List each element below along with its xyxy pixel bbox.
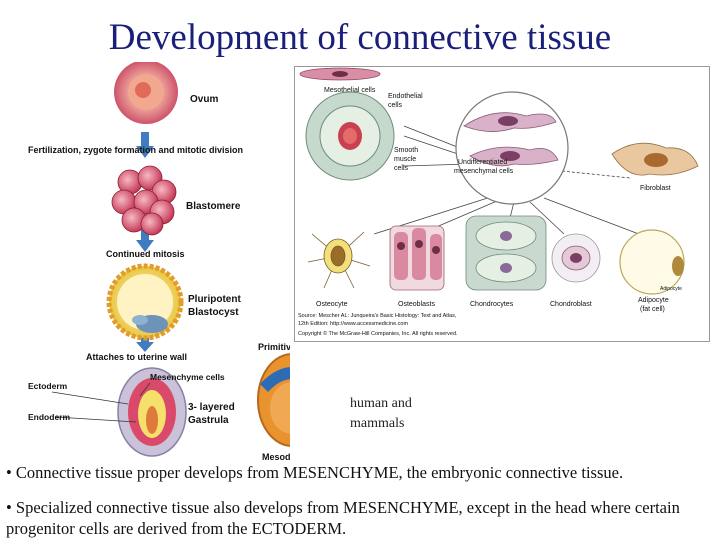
flow-arrows [136, 132, 154, 352]
label-fat-cell: (fat cell) [640, 306, 665, 313]
label-attaches: Attaches to uterine wall [86, 352, 187, 362]
label-osteocyte: Osteocyte [316, 301, 348, 308]
label-mesothelial: Mesothelial cells [324, 87, 376, 94]
undifferentiated-mesenchymal-illustration [455, 91, 569, 205]
label-continued-mitosis: Continued mitosis [106, 249, 185, 259]
page-title: Development of connective tissue [108, 17, 612, 58]
label-fibroblast: Fibroblast [640, 185, 671, 192]
label-muscle: muscle [394, 156, 416, 163]
ovum-illustration [114, 62, 178, 124]
label-endoderm: Endoderm [28, 412, 70, 422]
label-blastomere: Blastomere [186, 201, 241, 212]
source-line-1: Source: Mescher AL: Junqueira's Basic Hi… [298, 313, 457, 319]
label-chondroblast: Chondroblast [550, 301, 592, 308]
chondrocytes-illustration [465, 215, 547, 291]
label-mesoderm: Mesoderm [262, 452, 290, 462]
species-note: human and mammals [350, 394, 440, 434]
label-mesenchymal-cells: mesenchymal cells [454, 168, 514, 175]
primitive-streak-illustration [257, 353, 290, 447]
label-mesenchyme-cells: Mesenchyme cells [150, 372, 225, 382]
embryo-development-diagram: Ovum Fertilization, zygote formation and… [28, 62, 290, 462]
label-gastrula: Gastrula [188, 415, 229, 426]
label-smooth-cells: cells [394, 165, 409, 172]
osteoblasts-illustration [389, 225, 445, 291]
fibroblast-illustration [611, 142, 699, 176]
chondroblast-illustration [551, 233, 601, 283]
label-adipocyte: Adipocyte [638, 297, 669, 304]
label-ovum: Ovum [190, 94, 218, 105]
label-undifferentiated: Undifferentiated [458, 159, 507, 166]
blastocyst-illustration [106, 263, 184, 341]
source-line-2: 12th Edition: http://www.accessmedicine.… [298, 321, 408, 327]
label-chondrocytes: Chondrocytes [470, 301, 514, 308]
gastrula-illustration [117, 367, 187, 457]
mesenchymal-derivatives-diagram: Mesothelial cells Endothelial cells Smoo… [294, 66, 710, 342]
adipocyte-illustration [619, 229, 685, 295]
mesothelial-cells-illustration [299, 67, 381, 81]
label-endothelial: Endothelial [388, 93, 423, 100]
bullet-specialized-connective-tissue: • Specialized connective tissue also dev… [6, 498, 680, 538]
osteocyte-illustration [307, 231, 371, 289]
label-adipocyte-small: Adipocyte [660, 286, 682, 292]
label-pluripotent: Pluripotent [188, 294, 241, 305]
label-endothelial-cells: cells [388, 102, 403, 109]
label-smooth: Smooth [394, 147, 418, 154]
species-note-line-1: human and [350, 396, 412, 411]
label-blastocyst: Blastocyst [188, 307, 239, 318]
blastomere-illustration [111, 165, 177, 236]
label-osteoblasts: Osteoblasts [398, 301, 435, 308]
label-fertilization: Fertilization, zygote formation and mito… [28, 145, 243, 155]
source-line-3: Copyright © The McGraw-Hill Companies, I… [298, 330, 458, 337]
bullet-connective-tissue-proper: • Connective tissue proper develops from… [6, 463, 624, 482]
label-primitive-streak: Primitive streak [258, 342, 290, 352]
label-ectoderm: Ectoderm [28, 381, 68, 391]
label-3-layered: 3- layered [188, 402, 235, 413]
species-note-line-2: mammals [350, 416, 405, 431]
blood-vessel-illustration [305, 91, 395, 181]
